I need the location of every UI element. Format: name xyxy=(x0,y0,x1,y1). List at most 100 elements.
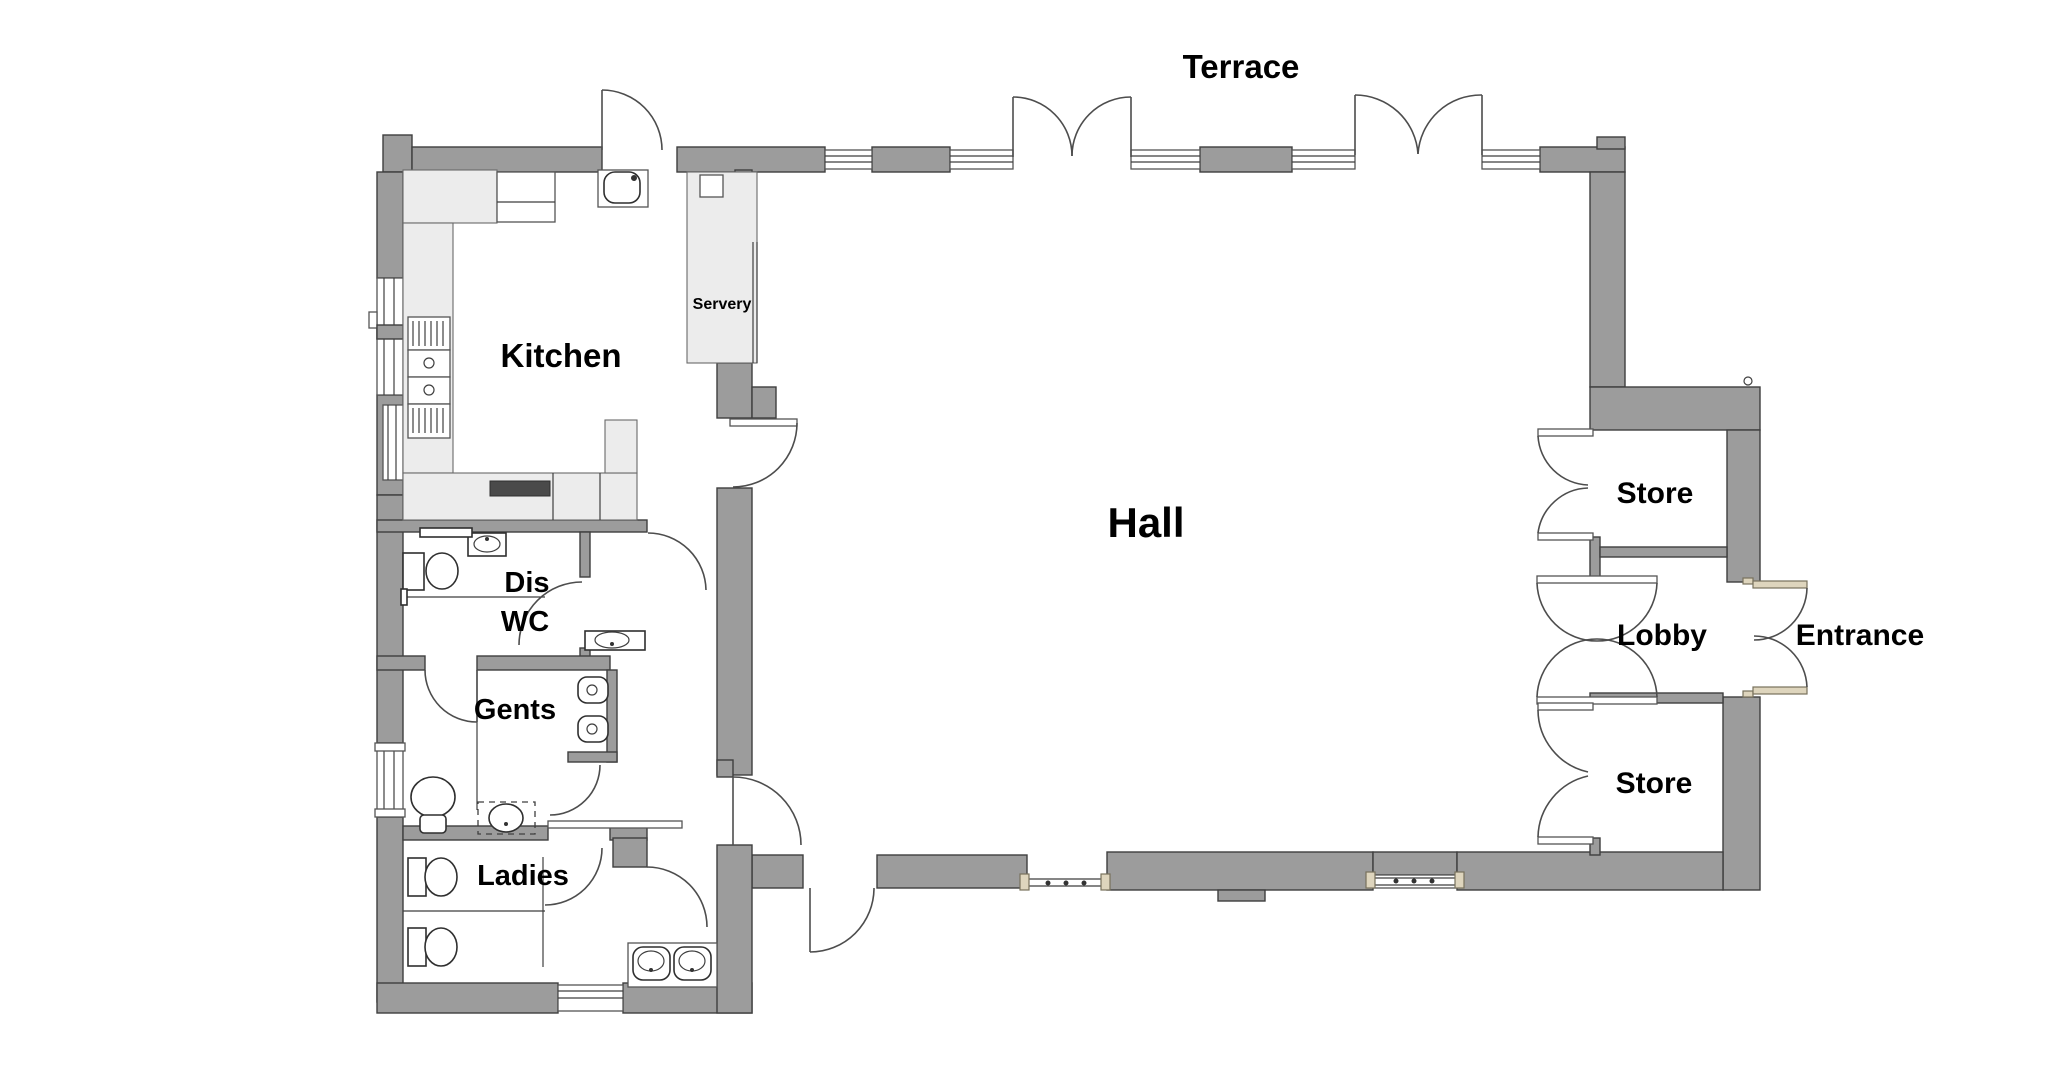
wall-west-1 xyxy=(376,171,404,279)
window-bottom-1 xyxy=(1019,873,1111,891)
wall-kitchen-south xyxy=(376,519,648,533)
diswc-fittings xyxy=(400,527,646,651)
label-lobby: Lobby xyxy=(1617,619,1707,652)
wall-gents-north-1 xyxy=(376,655,426,671)
gents-fittings xyxy=(410,670,609,835)
label-wc: WC xyxy=(501,606,549,638)
wall-servery-south-step xyxy=(751,386,777,419)
servery-hatch xyxy=(699,174,724,198)
wall-hall-west xyxy=(716,487,753,776)
window-top-4 xyxy=(1291,149,1356,170)
wall-hall-west-stub xyxy=(716,759,734,778)
label-kitchen: Kitchen xyxy=(500,337,621,374)
store-lower-doors xyxy=(1537,702,1594,845)
window-west-ladies xyxy=(374,742,406,818)
label-store-upper: Store xyxy=(1617,477,1694,510)
ladies-door xyxy=(544,847,603,906)
lobby-double-swing-doors xyxy=(1536,575,1658,705)
kitchen-counter-top xyxy=(402,169,498,224)
servery-hall-door xyxy=(729,418,798,488)
wall-east-outer-lower xyxy=(1722,696,1761,891)
window-west-kitchen-2 xyxy=(382,404,404,481)
window-top-3 xyxy=(1130,149,1201,170)
wall-top-4 xyxy=(1539,146,1626,173)
wall-top-1 xyxy=(676,146,826,173)
wall-bottom-4 xyxy=(1456,851,1724,891)
terrace-french-door-2 xyxy=(1354,94,1483,155)
vanity-alcove-door xyxy=(646,866,708,928)
ladies-toilet1-cistern xyxy=(407,857,427,897)
kitchen-counter-return xyxy=(604,419,638,474)
diswc-shelf xyxy=(419,527,473,538)
diswc-toilet-bowl xyxy=(425,552,459,590)
wall-bottom-above-window xyxy=(1372,851,1458,876)
gents-toilet-bowl xyxy=(410,776,456,818)
wall-east-outer-upper xyxy=(1726,429,1761,583)
doors xyxy=(424,89,1808,953)
door-stop-marker xyxy=(1743,376,1753,386)
hall-exterior-south-door xyxy=(809,887,875,953)
wall-wc-bottom-1 xyxy=(376,982,559,1014)
corridor-kitchen-door xyxy=(647,532,707,591)
wall-bottom-pier xyxy=(1217,889,1266,902)
ladies-toilet1-bowl xyxy=(424,857,458,897)
vanity-basin-2 xyxy=(673,946,712,981)
wall-bottom-3 xyxy=(1106,851,1374,891)
terrace-french-door-1 xyxy=(1012,96,1132,157)
label-ladies: Ladies xyxy=(477,860,569,892)
ladies-toilet2-bowl xyxy=(424,927,458,967)
wall-hall-east xyxy=(1589,171,1626,388)
wall-top-kitchen xyxy=(411,146,603,173)
diswc-toilet-cistern xyxy=(402,552,425,591)
wall-top-2 xyxy=(871,146,951,173)
window-top-2 xyxy=(949,149,1014,170)
gents-toilet-cistern xyxy=(419,814,447,834)
diswc-rail-post xyxy=(400,588,408,606)
ladies-toilet2-cistern xyxy=(407,927,427,967)
wall-bottom-1 xyxy=(751,854,804,889)
wall-gents-north-2 xyxy=(476,655,611,671)
room-labels: Terrace Kitchen Servery Hall Dis WC Gent… xyxy=(474,48,1924,892)
label-store-lower: Store xyxy=(1616,767,1693,800)
label-terrace: Terrace xyxy=(1183,48,1300,85)
label-hall: Hall xyxy=(1107,499,1184,546)
wall-top-3 xyxy=(1199,146,1293,173)
window-west-kitchen xyxy=(368,277,404,396)
label-servery: Servery xyxy=(693,296,752,313)
hall-southwest-door xyxy=(732,776,802,846)
wall-top-right-corner xyxy=(1596,136,1626,150)
wall-store-lower-west-stub xyxy=(1589,837,1601,856)
ladies-threshold xyxy=(547,820,683,829)
kitchen-tap xyxy=(631,175,637,181)
gents-urinal-1 xyxy=(577,676,609,704)
wall-store-upper-south xyxy=(1599,546,1728,558)
kitchen-fittings xyxy=(402,169,649,521)
cooker-units xyxy=(407,316,451,439)
window-wc-bottom xyxy=(557,984,624,1012)
exterior-walls xyxy=(376,134,1761,1014)
window-bottom-2 xyxy=(1365,871,1465,889)
kitchen-exterior-door xyxy=(601,89,663,151)
entrance-doors xyxy=(1742,577,1808,698)
label-dis: Dis xyxy=(504,567,549,599)
gents-urinal-2 xyxy=(577,715,609,743)
wall-hall-west-lower xyxy=(716,844,753,1014)
wall-top-left-corner xyxy=(382,134,413,173)
store-upper-doors xyxy=(1537,428,1594,541)
wall-gents-east-cap xyxy=(567,751,618,763)
gents-corridor-door xyxy=(549,764,601,816)
diswc-door xyxy=(518,581,583,646)
wall-west-4 xyxy=(376,816,404,1003)
wall-wing-north xyxy=(1589,386,1761,431)
wall-west-3 xyxy=(376,494,404,744)
gents-inner-door xyxy=(424,669,478,723)
wall-diswc-east-upper xyxy=(579,531,591,578)
window-top-1 xyxy=(824,149,873,170)
gents-basin xyxy=(488,803,524,833)
windows xyxy=(368,149,1541,1012)
vanity-basin-1 xyxy=(632,946,671,981)
ladies-fittings xyxy=(403,857,718,988)
label-gents: Gents xyxy=(474,694,556,726)
